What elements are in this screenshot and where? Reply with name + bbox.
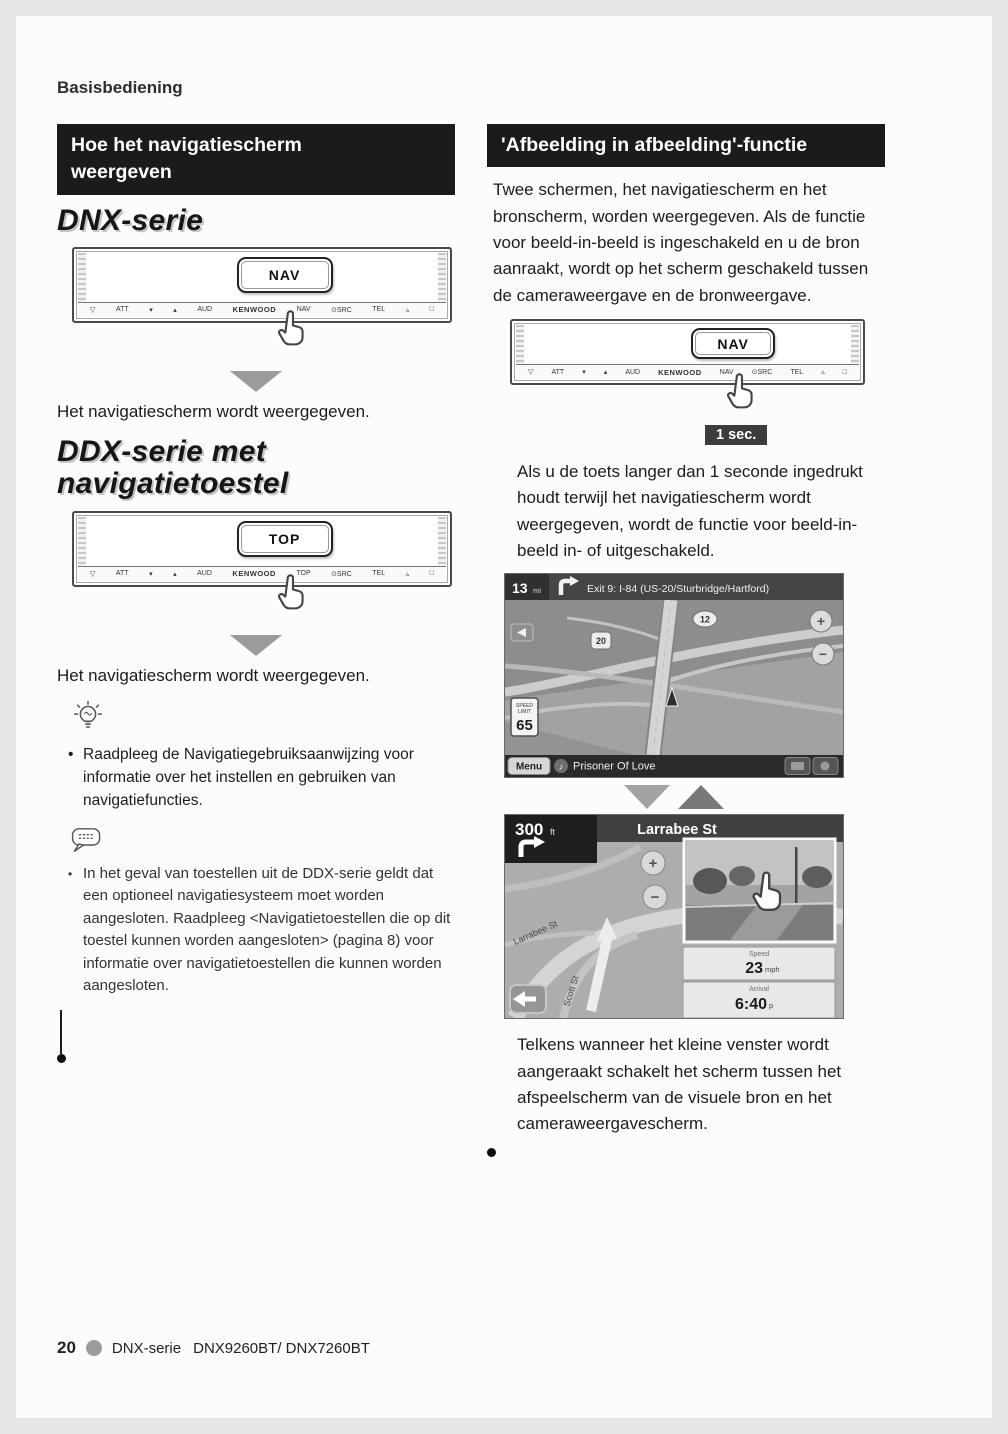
footer-dot (85, 1340, 102, 1356)
pip-screenshot: Larrabee St Scott St + − Larrabee St 300… (505, 815, 843, 1019)
section-title: 'Afbeelding in afbeelding'-functie (501, 134, 808, 156)
nav-button: NAV (691, 328, 776, 360)
right-column: 'Afbeelding in afbeelding'-functie Twee … (487, 124, 885, 1157)
svg-text:Speed: Speed (749, 951, 769, 958)
arrival-field: Arrival 6:40 p (682, 981, 836, 1019)
back-button (509, 984, 547, 1015)
toggle-arrows (505, 785, 843, 810)
left-column: Hoe het navigatiescherm weergeven DNX-se… (57, 124, 455, 1157)
hold-paragraph: Als u de toets langer dan 1 seconde inge… (517, 462, 863, 561)
faceplate-vent-left (516, 325, 524, 380)
svg-text:6:40: 6:40 (735, 996, 767, 1013)
svg-text:♪: ♪ (559, 762, 564, 772)
route-oval-label: 12 (700, 615, 710, 625)
svg-text:65: 65 (516, 717, 533, 734)
section-end-marker (57, 1009, 455, 1070)
outro-paragraph: Telkens wanneer het kleine venster wordt… (517, 1035, 842, 1134)
result-text: Het navigatiescherm wordt weergegeven. (57, 401, 370, 421)
section-end-rule (60, 1009, 62, 1054)
press-hand-icon (277, 310, 304, 346)
faceplate-vent-right (438, 252, 446, 317)
ddx-series-title: DDX-serie met navigatietoestel (57, 434, 455, 501)
faceplate-vent-left (78, 252, 86, 317)
result-text: Het navigatiescherm wordt weergegeven. (57, 665, 370, 685)
intro-paragraph: Twee schermen, het navigatiescherm en he… (493, 180, 869, 305)
turn-distance-unit: mi (533, 586, 541, 595)
press-hand-icon (277, 573, 304, 610)
street-title: Larrabee St (637, 822, 717, 838)
faceplate-vent-right (851, 325, 859, 380)
hold-duration-badge: 1 sec. (705, 425, 768, 446)
faceplate-vent-left (78, 516, 86, 581)
zoom-out-button: − (819, 646, 827, 662)
tip-lightbulb-icon (69, 698, 455, 741)
zoom-in-button: + (817, 613, 825, 629)
ddx-title-line2: navigatietoestel (57, 467, 289, 501)
menu-button (507, 757, 551, 776)
footer-series: DNX-serie (111, 1339, 182, 1357)
vehicle-icon (665, 686, 679, 707)
note-speech-bubble-icon (69, 825, 455, 861)
speed-limit-sign: SPEED LIMIT 65 (510, 697, 539, 738)
svg-text:Arrival: Arrival (749, 986, 769, 993)
down-arrow-icon (230, 634, 282, 656)
ddx-title-line1: DDX-serie met (57, 434, 266, 468)
manual-page: Basisbediening Hoe het navigatiescherm w… (16, 16, 992, 1418)
music-icon (554, 759, 568, 774)
turn-arrow-icon (558, 579, 571, 596)
chapter-label: Basisbediening (57, 78, 183, 97)
svg-text:mph: mph (765, 965, 780, 974)
turn-arrow-icon (518, 839, 535, 858)
tip-text: Raadpleeg de Navigatiegebruiksaanwijzing… (57, 743, 455, 813)
zoom-in-button: + (649, 855, 658, 872)
dnx-series-title: DNX-serie (57, 203, 204, 237)
zoom-out-button: − (651, 889, 660, 906)
page-number: 20 (57, 1338, 76, 1357)
press-hand-icon (752, 871, 782, 912)
note-text: In het geval van toestellen uit de DDX-s… (57, 863, 455, 998)
nav-button: NAV (236, 256, 333, 293)
section-title: Hoe het navigatiescherm weergeven (71, 134, 302, 184)
turn-distance: 13 (512, 580, 528, 596)
svg-text:23: 23 (745, 960, 763, 977)
svg-text:SPEED: SPEED (516, 703, 533, 709)
section-header-left: Hoe het navigatiescherm weergeven (57, 124, 455, 195)
svg-text:Menu: Menu (516, 762, 542, 773)
faceplate-vent-right (438, 516, 446, 581)
section-end-dot (487, 1147, 496, 1157)
section-header-right: 'Afbeelding in afbeelding'-functie (487, 124, 885, 168)
page-footer: 20 DNX-serie DNX9260BT/ DNX7260BT (57, 1338, 370, 1358)
turn-distance: 300 (515, 820, 543, 839)
svg-text:LIMIT: LIMIT (518, 709, 531, 715)
navigation-screenshot: 20 12 + − SPEED LIMIT 65 (505, 574, 843, 778)
speed-field: Speed 23 mph (682, 946, 836, 981)
exit-banner: Exit 9: I-84 (US-20/Sturbridge/Hartford) (587, 583, 769, 595)
svg-text:p: p (769, 1001, 773, 1010)
route-shield-label: 20 (596, 636, 606, 646)
down-arrow-icon (230, 370, 282, 392)
section-end-dot (57, 1053, 66, 1063)
top-button: TOP (236, 520, 333, 557)
up-arrow-icon (678, 785, 724, 810)
turn-distance-unit: ft (550, 827, 556, 837)
footer-models: DNX9260BT/ DNX7260BT (193, 1339, 370, 1357)
down-arrow-icon (624, 785, 670, 810)
camera-inset-window (682, 837, 837, 944)
press-hand-icon (726, 373, 753, 409)
route-arrow (586, 938, 612, 1013)
now-playing-text: Prisoner Of Love (573, 761, 656, 773)
